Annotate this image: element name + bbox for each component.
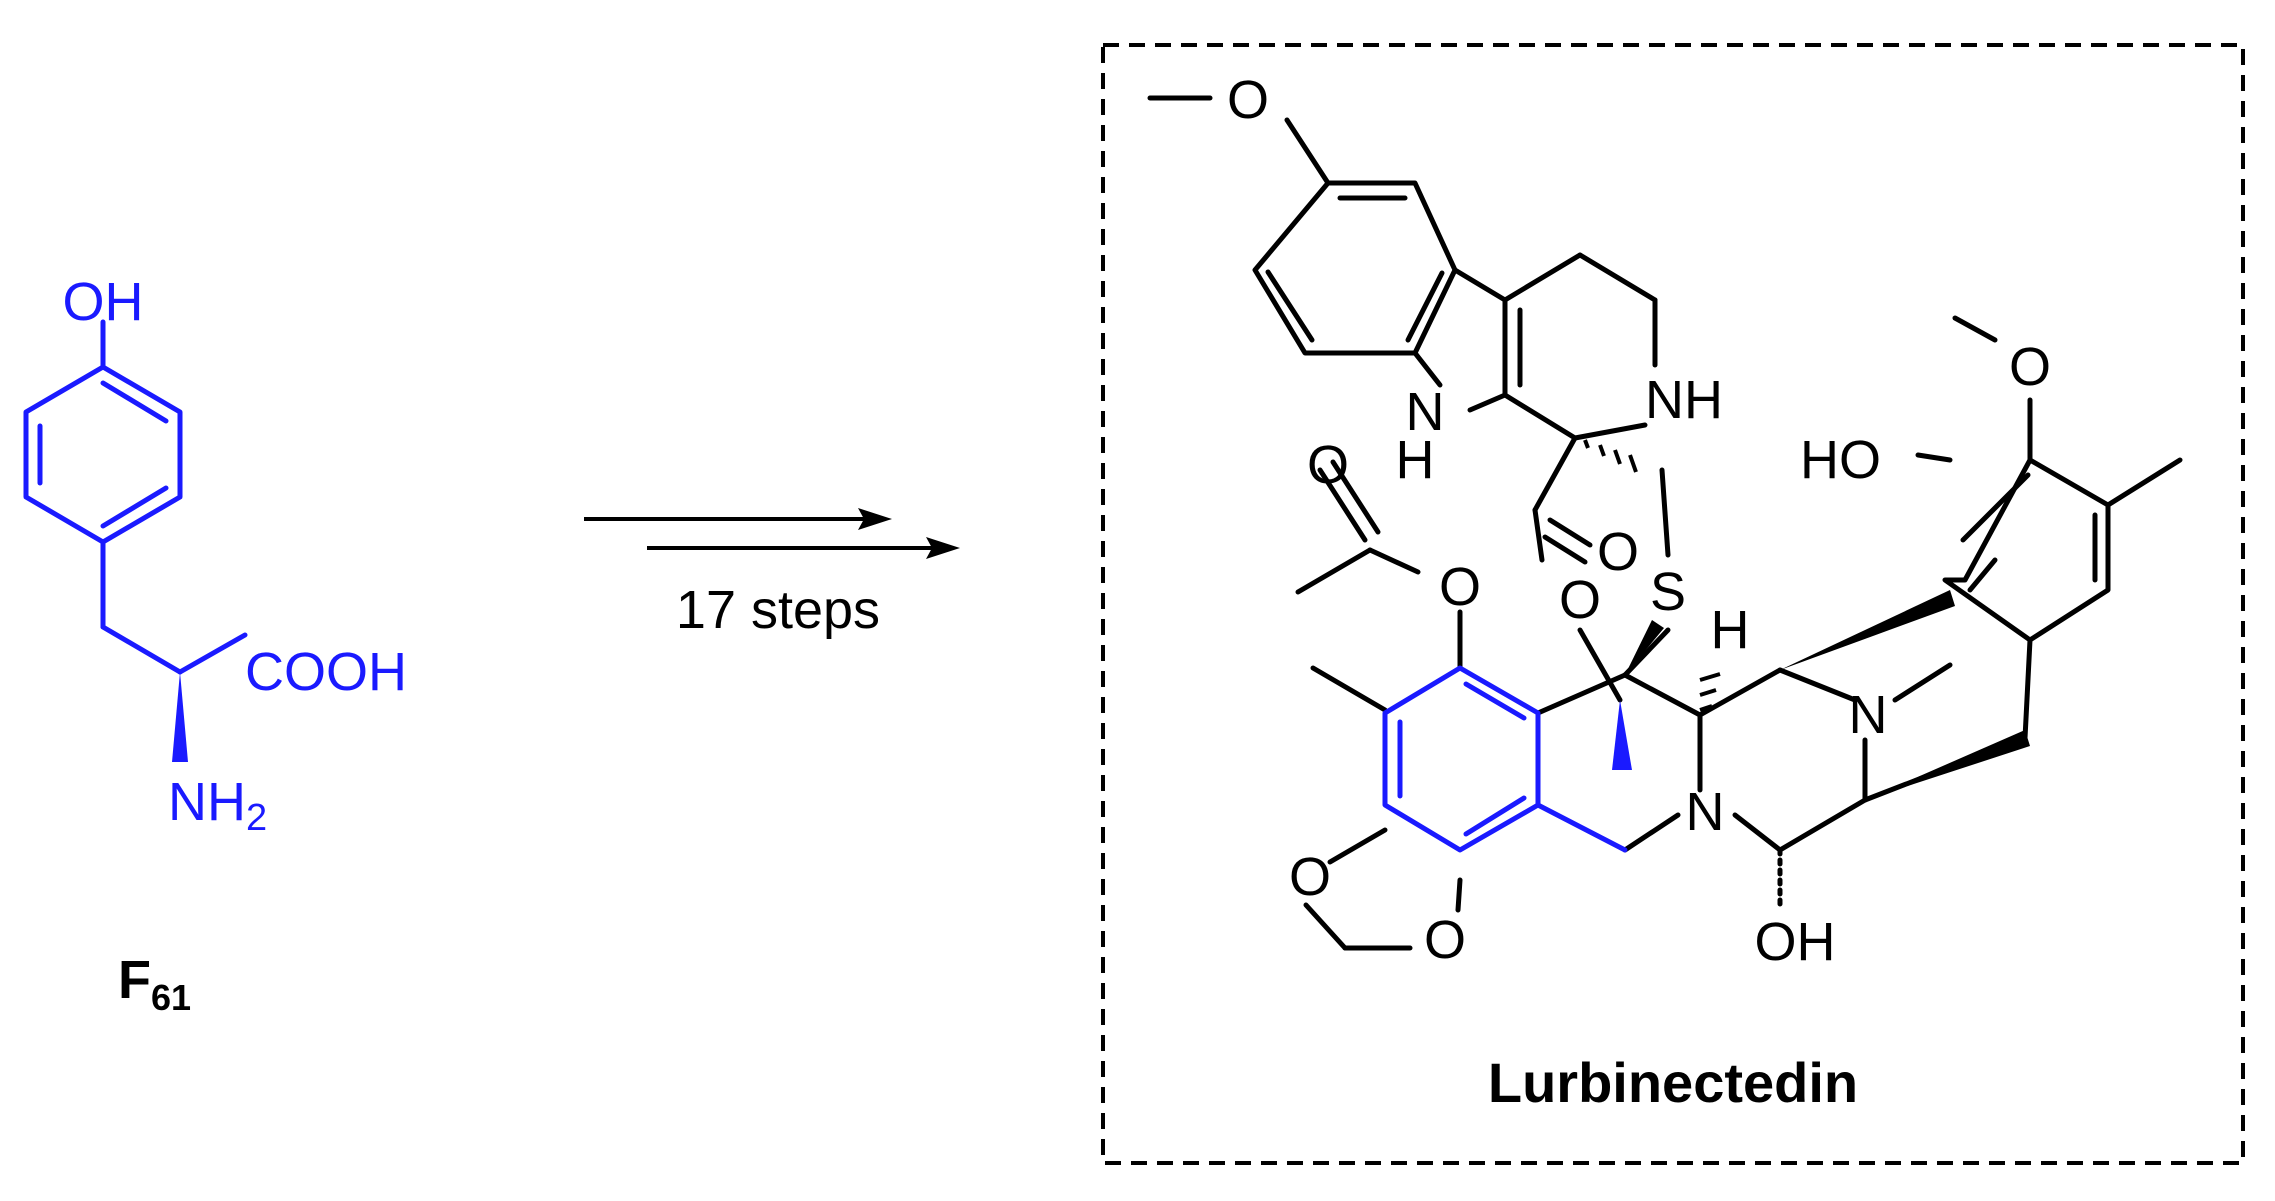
- arrowhead-top: [858, 508, 892, 530]
- atom-oh: OH: [63, 272, 144, 332]
- wedge-1: [1612, 700, 1632, 770]
- atom-n-methyl: N: [1849, 685, 1888, 745]
- atom-indole-h: H: [1396, 430, 1435, 490]
- stereo-wedge: [172, 672, 188, 762]
- wedge-4: [1865, 730, 2030, 800]
- atom-o-carbonyl-mid: O: [1597, 522, 1639, 582]
- atom-n-ring: N: [1686, 782, 1725, 842]
- atom-nh-ring: NH: [1645, 370, 1723, 430]
- wedge-2: [1625, 620, 1664, 675]
- atom-o-dioxole-bottom: O: [1424, 910, 1466, 970]
- atom-o-carbonyl-left: O: [1307, 435, 1349, 495]
- atom-o-ester: O: [1439, 557, 1481, 617]
- product-name: Lurbinectedin: [1488, 1051, 1858, 1114]
- highlighted-ring: [1382, 665, 1628, 853]
- multistep-arrow: [584, 517, 938, 550]
- hash-bonds: [1583, 439, 1721, 712]
- steps-label: 17 steps: [676, 580, 880, 640]
- atom-h-stereo: H: [1711, 600, 1750, 660]
- atom-nh2: NH2: [168, 772, 267, 839]
- arrowhead-bottom: [926, 537, 960, 559]
- compound-label-f61: F61: [118, 950, 191, 1018]
- atom-o-dioxole-top: O: [1289, 847, 1331, 907]
- wedge-3: [1780, 590, 1955, 670]
- atom-s: S: [1650, 562, 1686, 622]
- atom-indole-n: N: [1406, 382, 1445, 442]
- atom-oh-bottom: OH: [1755, 912, 1836, 972]
- product-structure: [1147, 95, 2183, 951]
- atom-ho: HO: [1800, 430, 1881, 490]
- product-box: [1101, 43, 2245, 1165]
- atom-cooh: COOH: [245, 642, 407, 702]
- reactant-structure: [23, 319, 248, 675]
- atom-o-methoxy-top: O: [1227, 70, 1269, 130]
- atom-o-methoxy-right: O: [2009, 337, 2051, 397]
- atom-o-lactone: O: [1559, 570, 1601, 630]
